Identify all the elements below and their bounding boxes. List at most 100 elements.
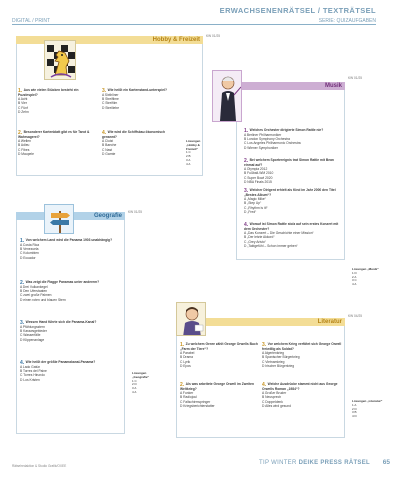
lit-title: Literatur (317, 319, 342, 325)
option: D Wiener Symphoniker (244, 145, 278, 150)
musik-q2: 2.Bei welchem Sportereignis trat Simon R… (244, 158, 342, 184)
musik-body (236, 90, 345, 260)
hobby-code: KW 01/25 (206, 34, 220, 38)
hobby-title-bar: Hobby & Freizeit (16, 36, 203, 44)
option: A Costa Rica (20, 242, 40, 247)
option: C Streifilm (102, 101, 118, 106)
option: B „Der letzte Akkord“ (244, 235, 275, 240)
musik-q1: 1.Welches Orchester dirigierte Simon Rat… (244, 128, 342, 150)
option: D Epos (180, 363, 191, 368)
question-number: 2. (18, 129, 23, 136)
solution-line: 3 A (186, 157, 191, 162)
lit-q3: 3.Vor welchem Krieg verfährt sich George… (262, 342, 342, 368)
option: A Sixthliner (102, 92, 119, 97)
geo-body (16, 220, 125, 434)
option: B Karawsgebieder (20, 329, 47, 334)
option: D Alles wird gesund (262, 403, 291, 408)
solution-line: 2 B (186, 154, 191, 159)
option: B Drama (180, 355, 194, 360)
question-number: 3. (102, 87, 107, 94)
option: B Radiojoul (180, 395, 197, 400)
option: A „Magic Mike“ (244, 197, 266, 202)
option: B „Step Up“ (244, 201, 262, 206)
lit-solution: Lösungen „Literatur“ 1 A 2 D 3 B 4 D (352, 399, 384, 419)
option: B Fußball-WM 2010 (244, 171, 274, 176)
option: B Streifilme (102, 97, 119, 102)
option: C Lyrik (180, 359, 191, 364)
option: B Torres del Paine (20, 369, 47, 374)
musik-picture (212, 70, 242, 122)
hobby-picture (44, 40, 76, 80)
solution-line: 4 A (352, 282, 357, 287)
lit-body (176, 326, 345, 438)
option: C Wasserfälle (20, 333, 41, 338)
option: C zwei große Palmen (20, 293, 52, 298)
option: B Spanischer Bürgerkrieg (262, 355, 300, 360)
header-category: DIGITAL / PRINT (12, 18, 51, 24)
page-header-title: ERWACHSENENRÄTSEL / TEXTRÄTSEL (219, 6, 376, 15)
option: A Pfählungsstern (20, 324, 45, 329)
musik-title: Musik (324, 83, 342, 89)
question-number: 2. (20, 279, 25, 286)
option: C Los Angeles Philharmonic Orchestra (244, 141, 301, 146)
option: A „Das Konzert – Die Geschichte einer Mi… (244, 231, 314, 236)
question-number: 4. (244, 221, 249, 228)
page-number: 65 (382, 459, 390, 466)
option: C Fünf (18, 105, 28, 110)
solution-line: 3 A (132, 386, 137, 391)
lit-q4: 4.Welche Ausdrücke stammt nicht aus Geor… (262, 382, 342, 408)
option: D Los Kristen (20, 377, 40, 382)
musik-q3: 3.Welcher Dirigent erhielt als Kind im J… (244, 188, 342, 214)
solution-line: 1 C (186, 150, 191, 155)
card-lit: Literatur (176, 318, 345, 438)
option: B Venezuela (20, 247, 39, 252)
solution-line: 4 A (186, 161, 191, 166)
question-number: 3. (20, 319, 25, 326)
question-number: 1. (20, 237, 25, 244)
hobby-solution: Lösungen „Hobby & Freizeit“ 1 C 2 B 3 A … (186, 139, 210, 167)
option: C Super Bowl 2020 (244, 175, 273, 180)
musik-title-bar: Musik (236, 82, 345, 90)
question-number: 2. (180, 381, 185, 388)
lit-q2: 2.Als was arbeitete George Orwell im Zwe… (180, 382, 260, 408)
question-text: Aus wie vielen Stücken besteht ein Puzzl… (18, 88, 79, 97)
option: A Großer Bruder (262, 391, 287, 396)
solution-line: 1 D (352, 270, 357, 275)
option: C Torres Hirundo (20, 373, 45, 378)
option: D „Taktgefühl – Schon immer geben“ (244, 243, 298, 248)
solution-line: 3 B (352, 410, 357, 415)
writer-portrait-icon (177, 303, 205, 335)
musik-solution: Lösungen „Musik“ 1 D 2 A 3 C 4 A (352, 267, 384, 287)
solution-line: 3 C (352, 278, 357, 283)
option: A Drei Vulkankegel (20, 284, 48, 289)
option: D einen roten und blauen Stern (20, 297, 66, 302)
solution-line: 1 C (132, 378, 137, 383)
question-text: Vor welchem Krieg verfährt sich George O… (262, 342, 342, 351)
lit-title-bar: Literatur (176, 318, 345, 326)
question-text: Wessen Hand führte sich die Panama-Kanal… (25, 320, 97, 324)
option: C Kolumbien (20, 251, 39, 256)
solution-line: 4 A (132, 389, 137, 394)
option: C Nast (102, 147, 113, 152)
question-text: Welches Orchester dirigierte Simon Rattl… (249, 128, 324, 132)
chess-knight-icon (45, 41, 75, 79)
musik-q4: 4.Worauf ist Simon Rattle stolz auf sein… (244, 222, 342, 248)
question-text: Bei welchem Sportereignis trat Simon Rat… (244, 158, 334, 167)
option: A Olympia 2012 (244, 167, 268, 172)
card-musik: Musik (236, 82, 345, 260)
hobby-q3: 3.Wie heißt ein Kartenstand-unterspiel? … (102, 88, 180, 110)
option: D Streiliebe (102, 105, 120, 110)
question-text: Wie heißt der größte Panamakanal-Panama? (25, 360, 96, 364)
question-number: 4. (102, 129, 107, 136)
question-number: 3. (244, 187, 249, 194)
option: B Vier (18, 101, 27, 106)
question-number: 4. (262, 381, 267, 388)
footer-publication: TIP WINTER DEIKE PRESS RÄTSEL (259, 460, 370, 466)
conductor-icon (213, 71, 241, 121)
question-text: Von welchem Land wird die Panama 1903 un… (25, 238, 113, 242)
hobby-title: Hobby & Freizeit (152, 37, 200, 43)
hobby-q2: 2.Besonderer Kartenblatt gibt es für Tar… (18, 130, 98, 156)
solution-line: 2 D (352, 406, 357, 411)
question-number: 3. (262, 341, 267, 348)
option: D Zehn (18, 109, 29, 114)
